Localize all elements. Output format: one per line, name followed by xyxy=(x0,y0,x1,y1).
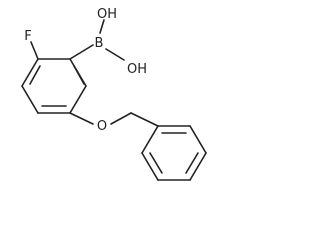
ch2-phenyl-bond xyxy=(130,112,159,127)
b-oh-top-bond xyxy=(99,19,105,34)
c-o-ether-bond xyxy=(69,112,94,125)
ring-inner-double-bond xyxy=(73,65,85,85)
ring-inner-double-bond xyxy=(185,152,199,174)
ring-bond xyxy=(69,85,87,114)
c-b-bond xyxy=(69,44,94,60)
phenyl-ring-substituted xyxy=(21,58,87,114)
ether-oxygen-label: O xyxy=(97,119,107,134)
fluorine-atom-label: F xyxy=(24,29,31,44)
hydroxyl-right-label: OH xyxy=(127,62,147,77)
ring-inner-double-bond xyxy=(149,152,163,174)
ring-bond xyxy=(141,152,159,181)
ring-bond xyxy=(141,125,159,154)
ring-bond xyxy=(21,58,39,87)
benzyloxy-fluorophenylboronic-acid-structure: F B OH OH O xyxy=(21,7,207,181)
ring-bond xyxy=(189,152,207,181)
c-f-bond xyxy=(30,41,39,60)
hydroxyl-top-label: OH xyxy=(97,7,117,22)
benzyl-phenyl-ring xyxy=(141,125,207,181)
ring-bond xyxy=(21,85,39,114)
b-oh-right-bond xyxy=(105,48,125,61)
ring-bond xyxy=(189,125,207,154)
boron-atom-label: B xyxy=(95,36,104,51)
ring-inner-double-bond xyxy=(29,65,41,85)
o-ch2-bond xyxy=(110,112,132,125)
